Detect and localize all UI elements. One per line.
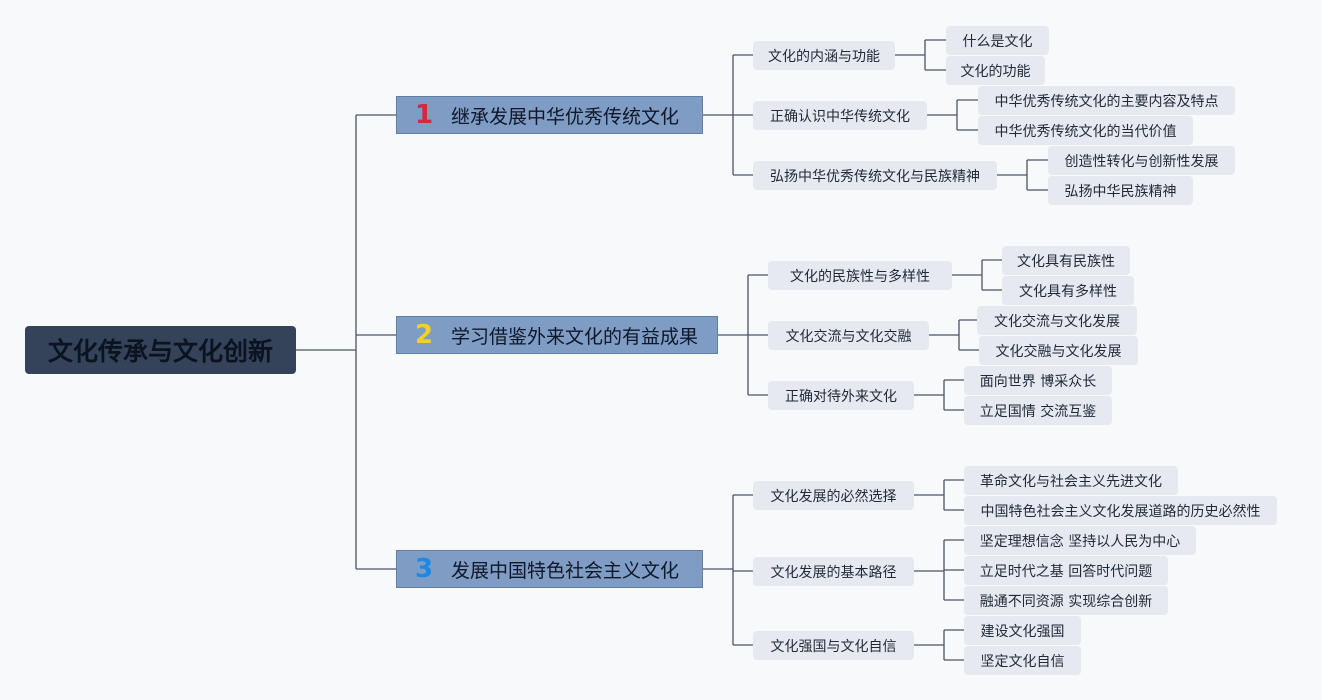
subtopic-label: 正确对待外来文化 xyxy=(785,388,897,405)
subtopic[interactable]: 正确认识中华传统文化 xyxy=(753,101,927,130)
leaf-topic[interactable]: 什么是文化 xyxy=(946,26,1049,55)
branch-1[interactable]: 1 继承发展中华优秀传统文化 xyxy=(396,96,703,134)
leaf-topic[interactable]: 坚定文化自信 xyxy=(964,646,1081,675)
subtopic-label: 文化发展的基本路径 xyxy=(770,564,897,581)
subtopic[interactable]: 文化的内涵与功能 xyxy=(753,41,895,70)
subtopic-label: 文化发展的必然选择 xyxy=(770,488,897,505)
leaf-label: 创造性转化与创新性发展 xyxy=(1064,153,1219,170)
leaf-topic[interactable]: 中华优秀传统文化的当代价值 xyxy=(978,116,1193,145)
branch-number: 3 xyxy=(415,554,434,584)
subtopic-label: 文化的民族性与多样性 xyxy=(790,268,930,285)
root-topic-label: 文化传承与文化创新 xyxy=(47,337,273,366)
leaf-topic[interactable]: 创造性转化与创新性发展 xyxy=(1048,146,1235,175)
leaf-topic[interactable]: 文化的功能 xyxy=(946,56,1045,85)
subtopic-label: 弘扬中华优秀传统文化与民族精神 xyxy=(770,168,980,185)
leaf-label: 什么是文化 xyxy=(962,33,1033,50)
leaf-topic[interactable]: 立足时代之基 回答时代问题 xyxy=(964,556,1168,585)
subtopic[interactable]: 文化发展的基本路径 xyxy=(753,557,914,586)
branch-number: 1 xyxy=(415,100,434,130)
leaf-topic[interactable]: 坚定理想信念 坚持以人民为中心 xyxy=(964,526,1196,555)
subtopic[interactable]: 文化的民族性与多样性 xyxy=(768,261,952,290)
leaf-topic[interactable]: 面向世界 博采众长 xyxy=(964,366,1112,395)
leaf-label: 面向世界 博采众长 xyxy=(979,373,1097,390)
leaf-label: 文化交流与文化发展 xyxy=(994,313,1120,330)
branch-3[interactable]: 3 发展中国特色社会主义文化 xyxy=(396,550,703,588)
leaf-label: 坚定理想信念 坚持以人民为中心 xyxy=(979,533,1181,550)
leaf-label: 立足国情 交流互鉴 xyxy=(979,403,1097,420)
root-topic[interactable]: 文化传承与文化创新 xyxy=(25,326,296,374)
leaf-label: 文化具有民族性 xyxy=(1017,253,1115,270)
leaf-label: 弘扬中华民族精神 xyxy=(1064,183,1177,200)
leaf-label: 文化具有多样性 xyxy=(1019,283,1117,300)
leaf-label: 融通不同资源 实现综合创新 xyxy=(979,593,1153,610)
leaf-label: 革命文化与社会主义先进文化 xyxy=(980,473,1162,490)
leaf-label: 文化交融与文化发展 xyxy=(995,343,1122,360)
leaf-topic[interactable]: 文化具有多样性 xyxy=(1002,276,1134,305)
leaf-topic[interactable]: 融通不同资源 实现综合创新 xyxy=(964,586,1168,615)
subtopic[interactable]: 文化强国与文化自信 xyxy=(753,631,914,660)
leaf-topic[interactable]: 中国特色社会主义文化发展道路的历史必然性 xyxy=(964,496,1277,525)
branch-number: 2 xyxy=(415,320,434,350)
subtopic-label: 文化强国与文化自信 xyxy=(770,638,897,655)
branch-label: 发展中国特色社会主义文化 xyxy=(451,559,680,582)
subtopic[interactable]: 文化发展的必然选择 xyxy=(753,481,914,510)
subtopic[interactable]: 弘扬中华优秀传统文化与民族精神 xyxy=(753,161,997,190)
leaf-topic[interactable]: 中华优秀传统文化的主要内容及特点 xyxy=(978,86,1235,115)
subtopic-label: 正确认识中华传统文化 xyxy=(770,108,910,125)
branch-2[interactable]: 2 学习借鉴外来文化的有益成果 xyxy=(396,316,718,354)
leaf-topic[interactable]: 建设文化强国 xyxy=(964,616,1081,645)
subtopic-label: 文化交流与文化交融 xyxy=(785,328,912,345)
subtopic[interactable]: 文化交流与文化交融 xyxy=(768,321,929,350)
branch-label: 继承发展中华优秀传统文化 xyxy=(451,105,680,128)
leaf-label: 中国特色社会主义文化发展道路的历史必然性 xyxy=(980,503,1261,520)
leaf-label: 中华优秀传统文化的主要内容及特点 xyxy=(994,93,1219,110)
branch-label: 学习借鉴外来文化的有益成果 xyxy=(451,325,699,348)
subtopic[interactable]: 正确对待外来文化 xyxy=(768,381,914,410)
leaf-label: 立足时代之基 回答时代问题 xyxy=(979,563,1153,580)
leaf-topic[interactable]: 文化交流与文化发展 xyxy=(977,306,1137,335)
leaf-topic[interactable]: 革命文化与社会主义先进文化 xyxy=(964,466,1178,495)
leaf-topic[interactable]: 文化具有民族性 xyxy=(1002,246,1130,275)
leaf-label: 文化的功能 xyxy=(960,63,1031,80)
leaf-topic[interactable]: 弘扬中华民族精神 xyxy=(1048,176,1193,205)
leaf-label: 坚定文化自信 xyxy=(980,653,1065,670)
leaf-topic[interactable]: 文化交融与文化发展 xyxy=(979,336,1138,365)
subtopic-label: 文化的内涵与功能 xyxy=(768,48,880,65)
leaf-label: 中华优秀传统文化的当代价值 xyxy=(994,123,1177,140)
leaf-topic[interactable]: 立足国情 交流互鉴 xyxy=(964,396,1112,425)
leaf-label: 建设文化强国 xyxy=(980,623,1065,640)
